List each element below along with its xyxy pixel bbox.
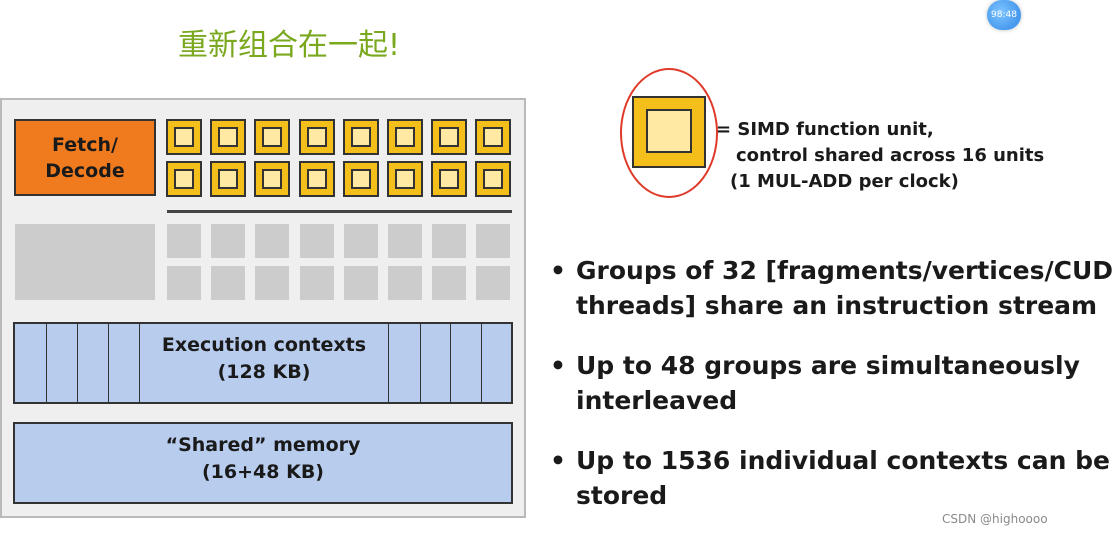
legend-line-2: control shared across 16 units — [736, 145, 1045, 166]
alu-divider — [167, 210, 512, 213]
bullet-line: Groups of 32 [fragments/vertices/CUD — [576, 256, 1113, 285]
gray-block — [432, 266, 467, 300]
watermark: CSDN @highoooo — [942, 512, 1048, 526]
simd-alu — [254, 161, 291, 197]
gray-block — [432, 224, 467, 258]
simd-alu — [298, 161, 335, 197]
simd-alu — [166, 161, 202, 197]
bullet-line: Up to 48 groups are simultaneously — [576, 351, 1080, 380]
bullet-line: Up to 1536 individual contexts can be — [576, 446, 1110, 475]
bullet-line: threads] share an instruction stream — [576, 291, 1098, 320]
bullet-dot: • — [550, 351, 566, 380]
shared-memory-block: “Shared” memory (16+48 KB) — [13, 422, 513, 504]
gray-block — [211, 224, 246, 258]
context-slot — [77, 324, 109, 402]
simd-alu — [475, 161, 512, 197]
execution-contexts-block: Execution contexts (128 KB) — [13, 322, 513, 404]
gray-block — [211, 266, 246, 300]
slide-title: 重新组合在一起! — [178, 28, 401, 63]
legend-line-3: (1 MUL-ADD per clock) — [730, 171, 959, 192]
simd-alu — [254, 119, 291, 155]
execution-contexts-size: (128 KB) — [217, 361, 311, 383]
gray-block — [388, 266, 422, 300]
gray-block — [476, 224, 511, 258]
context-slot — [450, 324, 482, 402]
context-slot — [388, 324, 421, 402]
simd-alu — [210, 161, 247, 197]
simd-alu — [166, 119, 202, 155]
simd-alu — [475, 119, 512, 155]
gray-block — [343, 224, 378, 258]
simd-alu — [342, 119, 379, 155]
decode-label: Decode — [45, 159, 125, 182]
bullet-line: stored — [576, 481, 668, 510]
gpu-core-diagram: Fetch/ Decode Execution contexts (128 KB… — [0, 98, 526, 518]
gray-block — [167, 224, 201, 258]
context-slot — [46, 324, 78, 402]
simd-alu — [342, 161, 379, 197]
legend-text: = SIMD function unit, control shared acr… — [716, 117, 1044, 195]
shared-memory-size: (16+48 KB) — [202, 461, 324, 483]
bullet-dot: • — [550, 446, 566, 475]
bullet-item: • Up to 48 groups are simultaneously int… — [550, 348, 1080, 418]
gray-block — [255, 224, 290, 258]
simd-alu — [431, 161, 468, 197]
simd-alu — [387, 119, 423, 155]
gray-block — [255, 266, 290, 300]
simd-alu — [431, 119, 468, 155]
gray-block — [299, 224, 334, 258]
bullet-dot: • — [550, 256, 566, 285]
legend-line-1: = SIMD function unit, — [716, 119, 934, 140]
simd-unit-legend-icon — [632, 96, 706, 168]
context-slot — [108, 324, 140, 402]
gray-block — [343, 266, 378, 300]
gray-block — [388, 224, 422, 258]
bullet-line: interleaved — [576, 386, 738, 415]
execution-contexts-label: Execution contexts — [161, 334, 367, 356]
large-gray-block — [15, 224, 155, 300]
shared-memory-label: “Shared” memory — [165, 434, 361, 456]
fetch-label: Fetch/ — [52, 133, 118, 156]
gray-block — [476, 266, 511, 300]
gray-block — [167, 266, 201, 300]
fetch-decode-block: Fetch/ Decode — [14, 119, 156, 196]
context-slot — [15, 324, 47, 402]
timer-badge[interactable]: 98:48 — [987, 0, 1021, 30]
simd-alu — [298, 119, 335, 155]
red-annotation-circle — [620, 68, 718, 198]
simd-alu — [210, 119, 247, 155]
simd-alu — [387, 161, 423, 197]
bullet-item: • Up to 1536 individual contexts can be … — [550, 443, 1110, 513]
gray-block — [299, 266, 334, 300]
bullet-item: • Groups of 32 [fragments/vertices/CUD t… — [550, 253, 1113, 323]
bullet-list: • Groups of 32 [fragments/vertices/CUD t… — [550, 253, 1113, 538]
context-slot — [419, 324, 451, 402]
